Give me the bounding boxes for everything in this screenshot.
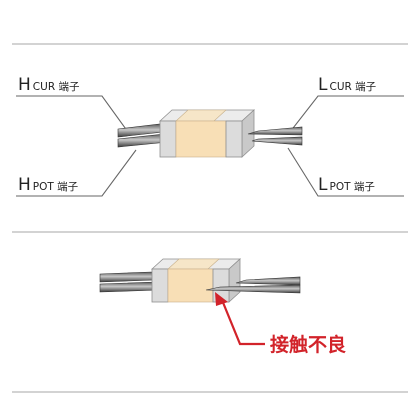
l-cur-probe	[247, 126, 303, 136]
bottom-chip-component	[150, 258, 242, 303]
chip-right-terminal	[225, 120, 243, 158]
h-pot-letter: H	[18, 175, 31, 195]
bottom-left-probes	[99, 271, 159, 293]
chip-left-terminal	[159, 120, 177, 158]
l-cur-letter: L	[318, 75, 328, 95]
l-cur-suffix: CUR 端子	[329, 80, 376, 93]
frame-border	[12, 43, 408, 393]
chip-body	[175, 120, 227, 158]
bottom-l-cur-probe	[235, 276, 301, 286]
h-pot-suffix: POT 端子	[33, 180, 78, 193]
bottom-chip-body	[167, 268, 214, 303]
leader-lines	[16, 95, 404, 197]
bottom-diagram: 接触不良	[99, 258, 346, 356]
bottom-l-pot-probe-misaligned	[205, 284, 301, 294]
contact-failure-label: 接触不良	[270, 333, 346, 356]
bottom-h-pot-probe	[99, 281, 159, 293]
bottom-h-cur-probe	[99, 271, 155, 283]
bottom-chip-left-terminal	[151, 268, 169, 303]
l-pot-suffix: POT 端子	[329, 180, 374, 193]
chip-component	[158, 109, 256, 158]
h-cur-suffix: CUR 端子	[33, 80, 80, 93]
contact-failure-arrow	[215, 292, 265, 346]
right-probes	[247, 126, 303, 146]
bottom-right-probes	[205, 276, 301, 294]
h-cur-letter: H	[18, 75, 31, 95]
l-pot-letter: L	[318, 175, 328, 195]
l-pot-probe	[251, 136, 303, 146]
